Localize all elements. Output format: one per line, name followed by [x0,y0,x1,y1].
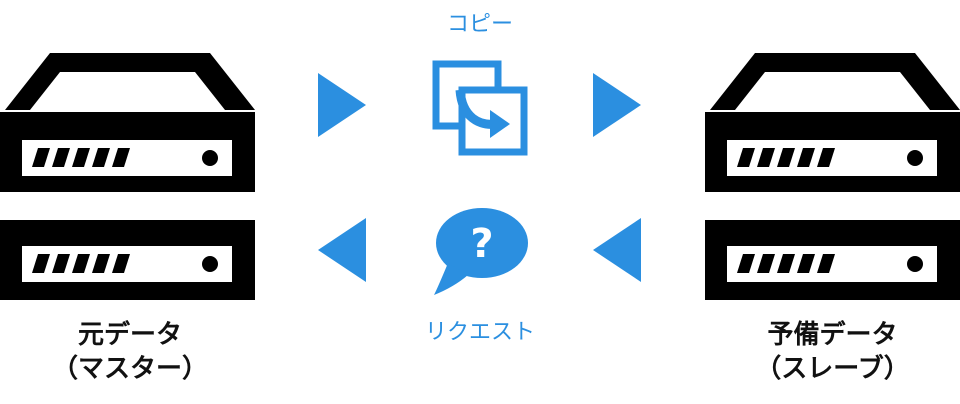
arrow-left-icon [593,218,641,286]
master-server [0,50,255,310]
arrow-left-icon [318,218,366,286]
slave-server [705,50,960,310]
slave-label-line1: 予備データ [767,320,898,350]
copy-label: コピー [446,12,513,37]
master-label: 元データ （マスター） [10,318,250,386]
slave-label: 予備データ （スレーブ） [710,318,955,386]
arrow-right-icon [593,73,641,141]
master-label-line1: 元データ [77,320,182,350]
svg-text:?: ? [470,221,493,267]
copy-icon [432,60,528,160]
server-icon [705,53,960,300]
server-icon [0,53,255,300]
arrow-right-icon [318,73,366,141]
question-bubble-icon: ? [430,207,530,303]
slave-label-line2: （スレーブ） [755,354,910,384]
master-label-line2: （マスター） [51,354,208,384]
request-label: リクエスト [424,320,535,345]
